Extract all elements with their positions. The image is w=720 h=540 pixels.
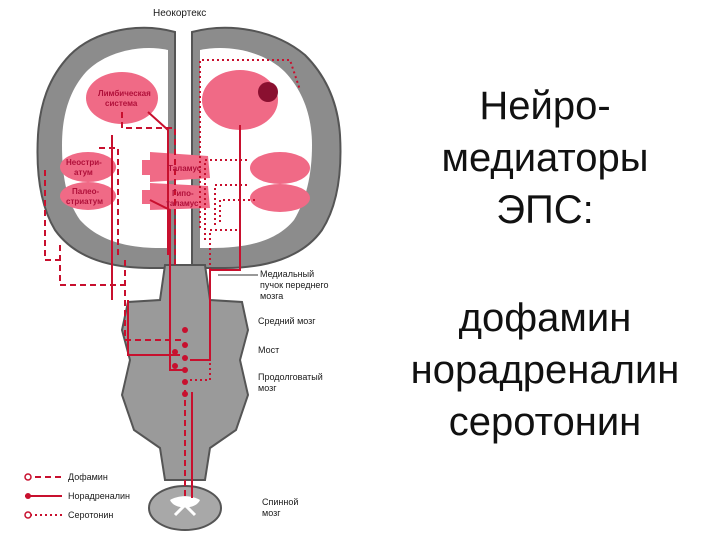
legend-noradrenaline: Норадреналин [68, 491, 130, 501]
label-limbic-2: система [105, 99, 138, 108]
label-midbrain: Средний мозг [258, 316, 316, 326]
label-medulla-2: мозг [258, 383, 277, 393]
title-line-2: медиаторы [441, 136, 649, 180]
label-pons: Мост [258, 345, 279, 355]
title-line-1: Нейро- [479, 84, 611, 128]
label-medulla-1: Продолговатый [258, 372, 323, 382]
item-noradrenaline: норадреналин [410, 348, 680, 392]
paleostriatum-region [60, 182, 116, 210]
label-mfb-3: мозга [260, 291, 283, 301]
title-line-3: ЭПС: [496, 188, 594, 232]
limbic-system-region [86, 72, 158, 124]
right-pallidum-region [250, 184, 310, 212]
legend: Дофамин Норадреналин Серотонин [24, 472, 130, 520]
label-neostriatum-1: Неостри- [66, 158, 102, 167]
label-paleostriatum-1: Палео- [72, 187, 100, 196]
label-neocortex: Неокортекс [153, 8, 206, 19]
label-spinal-2: мозг [262, 508, 281, 518]
neostriatum-region [60, 152, 116, 182]
brain-regions [60, 70, 310, 212]
label-hypothalamus-1: Гипо- [172, 189, 194, 198]
right-striatum-region [250, 152, 310, 184]
label-neostriatum-2: атум [74, 168, 93, 177]
legend-serotonin: Серотонин [68, 510, 113, 520]
label-limbic-1: Лимбическая [98, 89, 151, 98]
label-spinal-1: Спинной [262, 497, 298, 507]
pathways [44, 59, 301, 498]
label-thalamus: Таламус [168, 164, 202, 173]
item-serotonin: серотонин [448, 400, 642, 444]
item-dopamine: дофамин [458, 296, 632, 340]
pathway-origins [172, 327, 188, 397]
label-hypothalamus-2: таламус [166, 199, 199, 208]
label-paleostriatum-2: стриатум [66, 197, 103, 206]
brain-hemispheres [36, 26, 342, 269]
label-mfb-1: Медиальный [260, 269, 314, 279]
label-mfb-2: пучок переднего [260, 280, 329, 290]
legend-dopamine: Дофамин [68, 472, 108, 482]
title-spacer [380, 236, 710, 292]
slide-title: Нейро- медиаторы ЭПС: дофамин норадренал… [380, 80, 710, 448]
hypothalamus-region [142, 183, 210, 210]
neocortex-region [202, 70, 278, 130]
neurotransmitter-pathway-diagram: Неокортекс Лимбическая система Неостри- … [24, 8, 342, 531]
thalamus-region [142, 152, 210, 182]
